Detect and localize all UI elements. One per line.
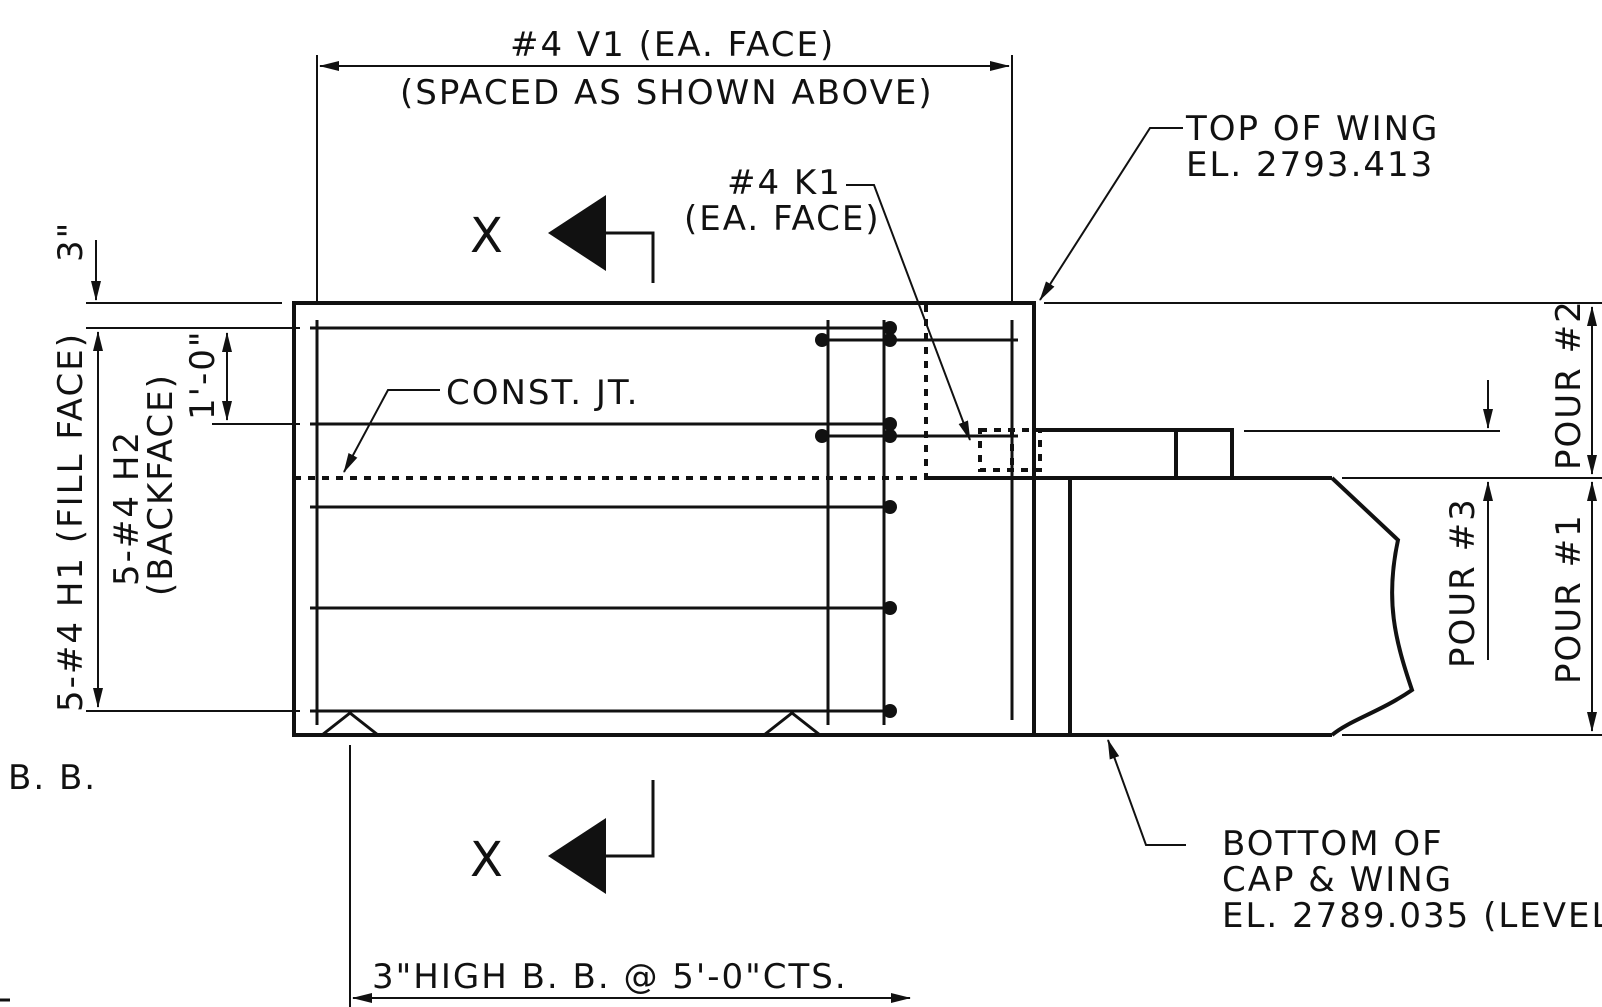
k1-label-line1: #4 K1 [727,163,842,203]
section-cut-arrow-top [548,195,655,283]
pour-1-label: POUR #1 [1549,513,1589,684]
dim-1ft-label: 1'-0" [183,329,223,420]
h1-fill-face-label: 5-#4 H1 (FILL FACE) [51,332,91,712]
bar-dots [815,321,897,718]
pour-3-label: POUR #3 [1443,497,1483,668]
section-cut-arrow-bottom [548,780,655,894]
top-of-wing-label-line2: EL. 2793.413 [1186,145,1434,185]
top-of-wing-label-line1: TOP OF WING [1185,109,1439,149]
pour-2-label: POUR #2 [1549,299,1589,470]
bb-spacing-label: 3"HIGH B. B. @ 5'-0"CTS. [372,957,848,997]
bottom-label-line2: CAP & WING [1222,860,1453,900]
v1-label-line2: (SPACED AS SHOWN ABOVE) [400,73,934,113]
section-x-bottom: X [470,832,505,888]
k1-leader [846,184,971,441]
k1-label-line2: (EA. FACE) [684,199,881,239]
vertical-bars [315,320,1014,725]
wing-outline [926,428,1415,737]
const-jt-leader [343,389,440,473]
v1-dimension [316,55,1013,305]
top-of-wing-leader [1039,127,1183,301]
bb-label: B. B. [8,758,97,798]
section-x-top: X [470,208,505,264]
cap-outline [292,301,1036,737]
v1-label-line1: #4 V1 (EA. FACE) [510,25,835,65]
horizontal-bars [310,326,1018,713]
right-extension-lines [1044,302,1602,736]
bottom-of-cap-leader [1107,739,1186,846]
bolsters [321,711,821,737]
dim-3-inch: 3" [51,221,91,262]
bottom-label-line3: EL. 2789.035 (LEVEL [1222,896,1602,936]
bottom-label-line1: BOTTOM OF [1222,824,1444,864]
const-jt-label: CONST. JT. [446,373,639,413]
h2-label-line2: (BACKFACE) [141,373,181,596]
h2-label-line1: 5-#4 H2 [107,430,147,586]
k1-dashed-bars [924,305,1042,478]
